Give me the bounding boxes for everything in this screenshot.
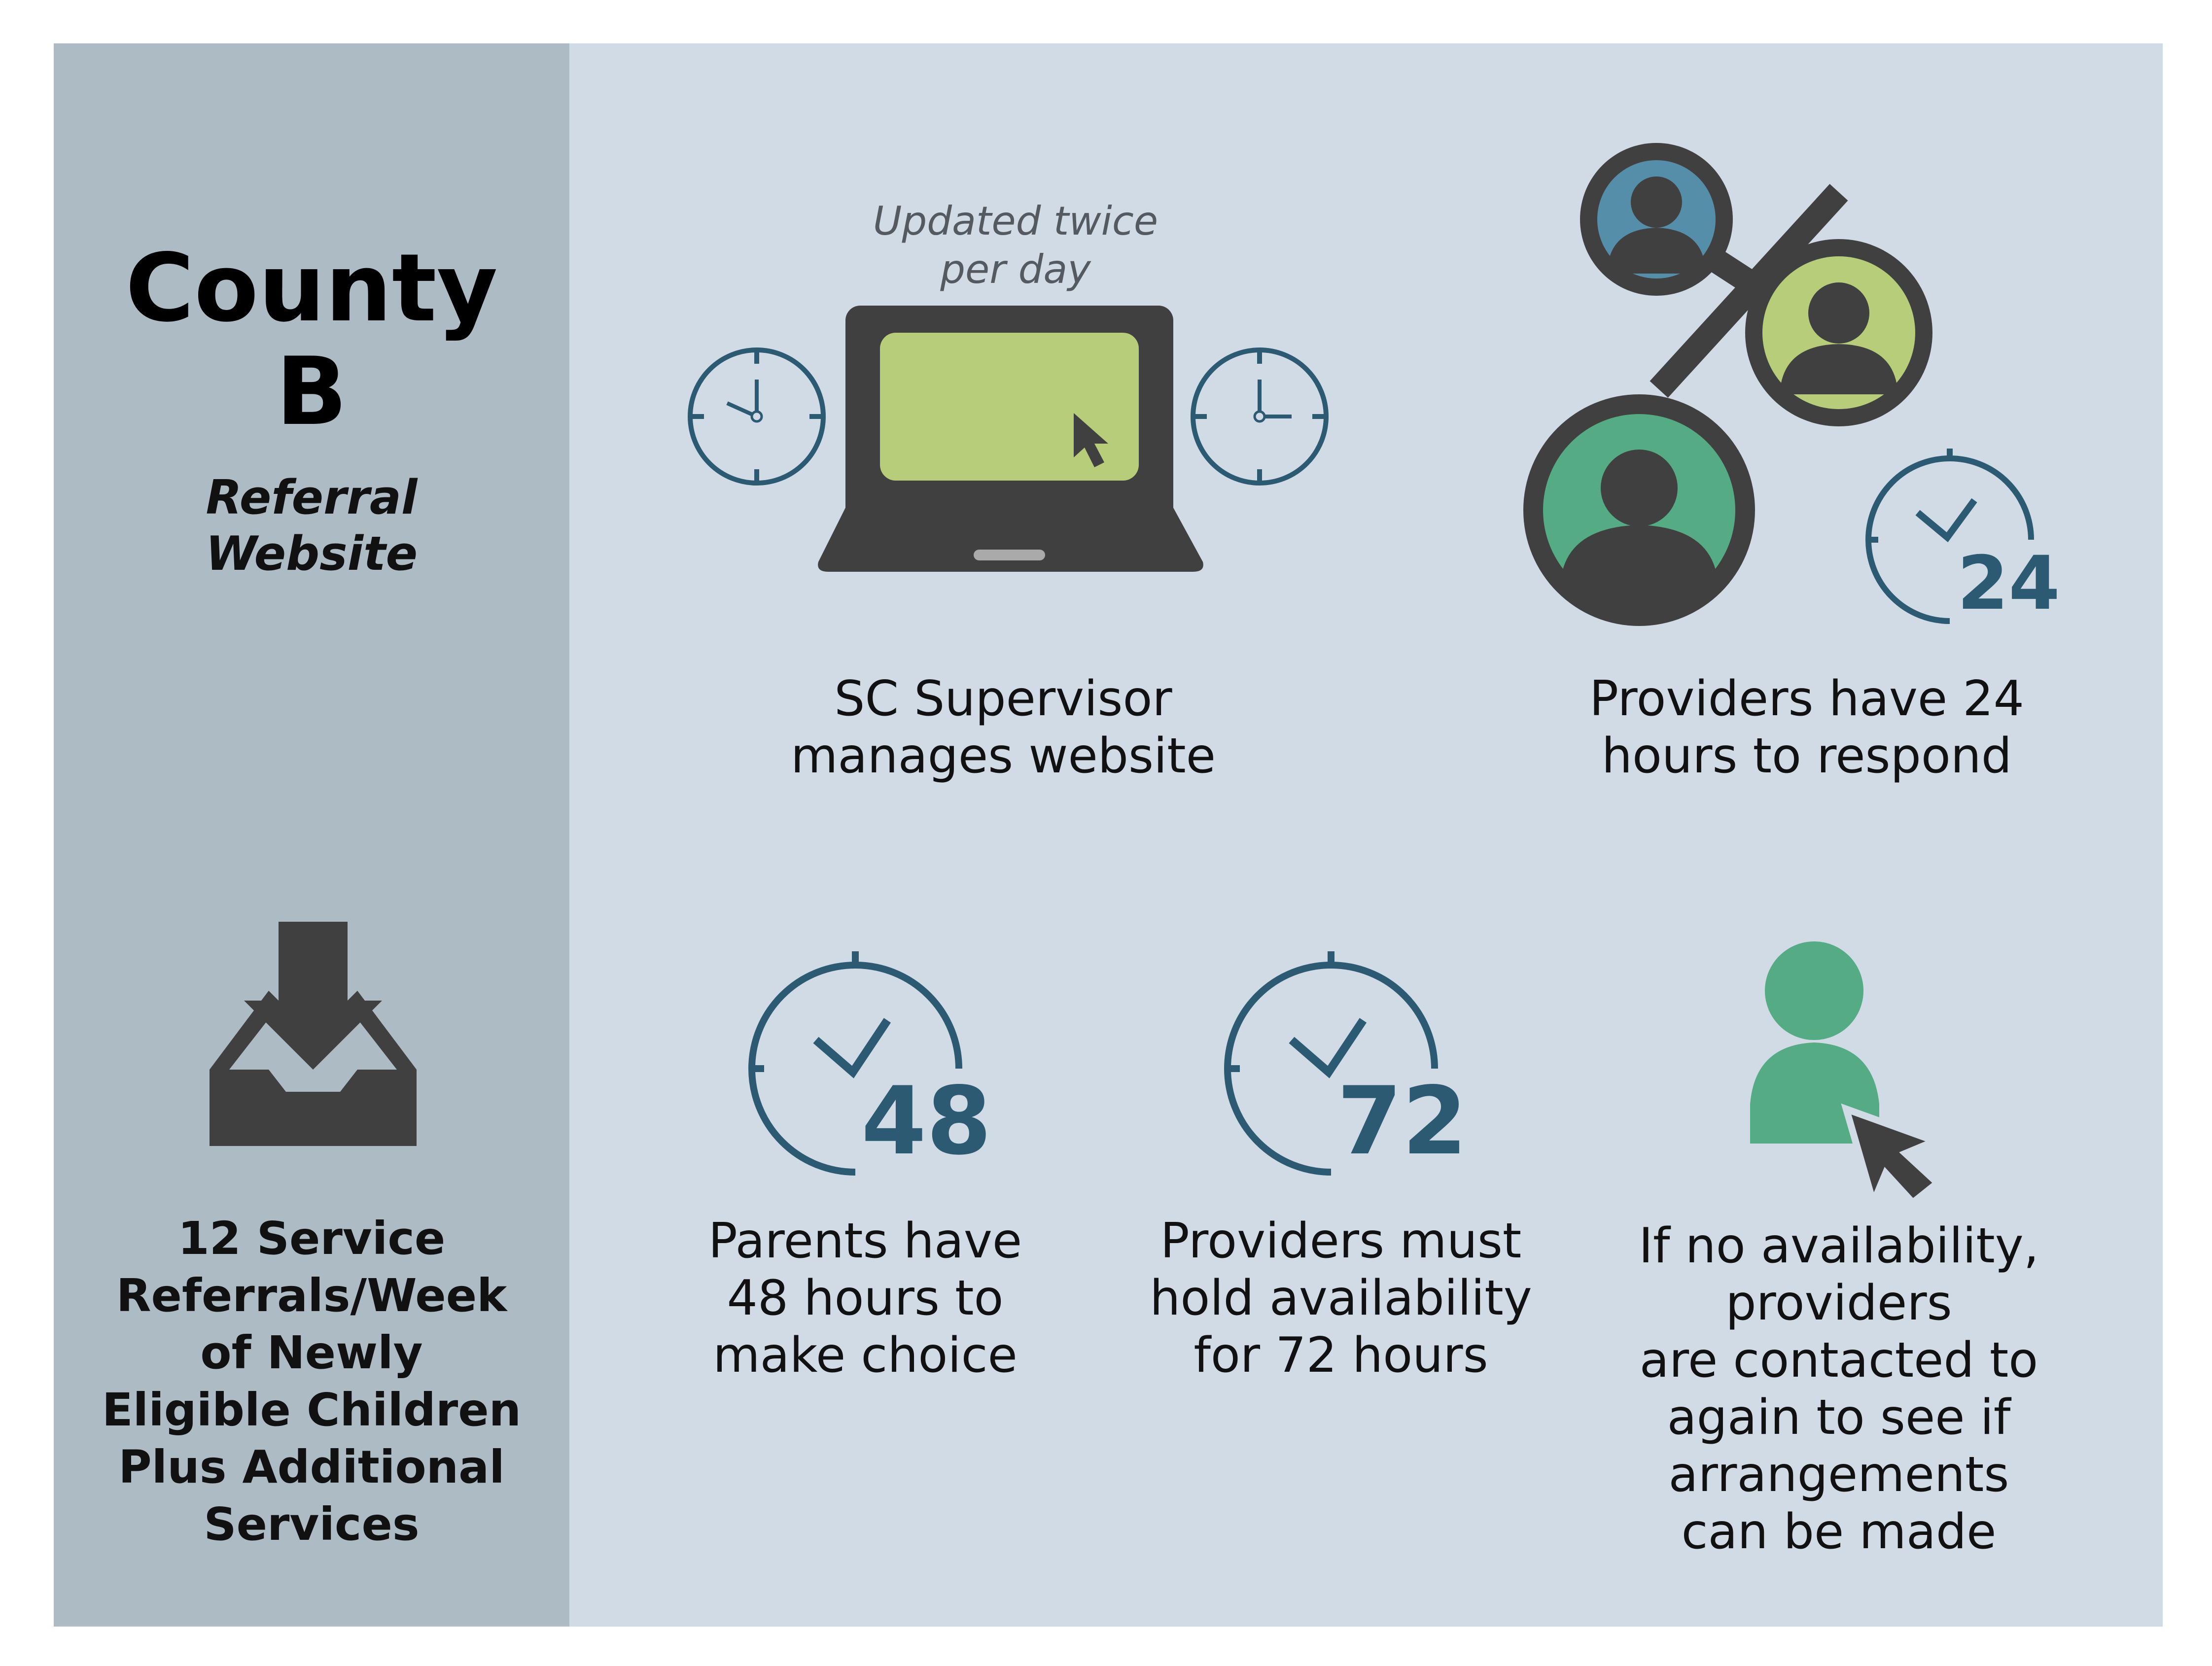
timer-48-icon: 48: [748, 951, 991, 1176]
no-availability-line: If no availability,: [1639, 1218, 2039, 1274]
referrals-line: Plus Additional: [118, 1441, 505, 1493]
cursor-icon: [1074, 413, 1108, 467]
parents-caption-line: 48 hours to: [727, 1270, 1004, 1326]
referrals-line: 12 Service: [177, 1212, 446, 1265]
clock-icon: [1191, 347, 1329, 486]
timer-number: 48: [861, 1067, 991, 1176]
timer-number: 72: [1337, 1067, 1467, 1176]
parents-caption: Parents have 48 hours to make choice: [619, 1213, 1112, 1384]
providers-respond-caption: Providers have 24 hours to respond: [1548, 670, 2066, 785]
website-caption-line2: manages website: [790, 728, 1216, 784]
note-line2: per day: [940, 246, 1091, 292]
note-line1: Updated twice: [873, 198, 1159, 244]
inbox-download-icon: [210, 922, 417, 1146]
providers-hold-line: Providers must: [1160, 1213, 1522, 1269]
cursor-icon: [1841, 1103, 1945, 1214]
timer-24-icon: 24: [1865, 449, 2060, 626]
subtitle-line1: Referral: [206, 471, 418, 525]
providers-respond-line2: hours to respond: [1601, 728, 2012, 784]
sidebar: [54, 43, 569, 1627]
timer-72-icon: 72: [1224, 951, 1467, 1176]
no-availability-line: are contacted to: [1639, 1332, 2038, 1388]
timer-number: 24: [1957, 541, 2060, 626]
county-title-line1: County: [125, 234, 498, 343]
referrals-line: of Newly: [200, 1326, 423, 1379]
providers-hold-line: for 72 hours: [1194, 1327, 1488, 1384]
referrals-line: Eligible Children: [102, 1384, 522, 1436]
county-title: County B: [54, 237, 569, 444]
referrals-line: Services: [204, 1498, 420, 1551]
providers-hold-line: hold availability: [1150, 1270, 1532, 1326]
website-caption-line1: SC Supervisor: [834, 671, 1172, 727]
referrals-line: Referrals/Week: [116, 1269, 507, 1322]
providers-respond-line1: Providers have 24: [1589, 671, 2024, 727]
no-availability-line: again to see if: [1667, 1389, 2011, 1446]
no-availability-line: can be made: [1681, 1504, 1997, 1560]
no-availability-line: providers: [1725, 1275, 1952, 1331]
update-note: Updated twice per day: [818, 197, 1213, 294]
subtitle-line2: Website: [205, 527, 418, 581]
no-availability-line: arrangements: [1668, 1447, 2009, 1503]
parents-caption-line: Parents have: [708, 1213, 1022, 1269]
parents-caption-line: make choice: [713, 1327, 1018, 1384]
person-icon: [1750, 941, 1945, 1214]
network-people-icon: [1523, 143, 1932, 626]
website-caption: SC Supervisor manages website: [710, 670, 1297, 785]
no-availability-caption: If no availability, providers are contac…: [1568, 1217, 2110, 1561]
laptop-icon: [818, 306, 1203, 572]
providers-hold-caption: Providers must hold availability for 72 …: [1094, 1213, 1587, 1384]
referrals-text: 12 Service Referrals/Week of Newly Eligi…: [54, 1210, 569, 1553]
county-title-line2: B: [276, 337, 348, 446]
county-subtitle: Referral Website: [54, 470, 569, 582]
clock-icon: [688, 347, 826, 486]
